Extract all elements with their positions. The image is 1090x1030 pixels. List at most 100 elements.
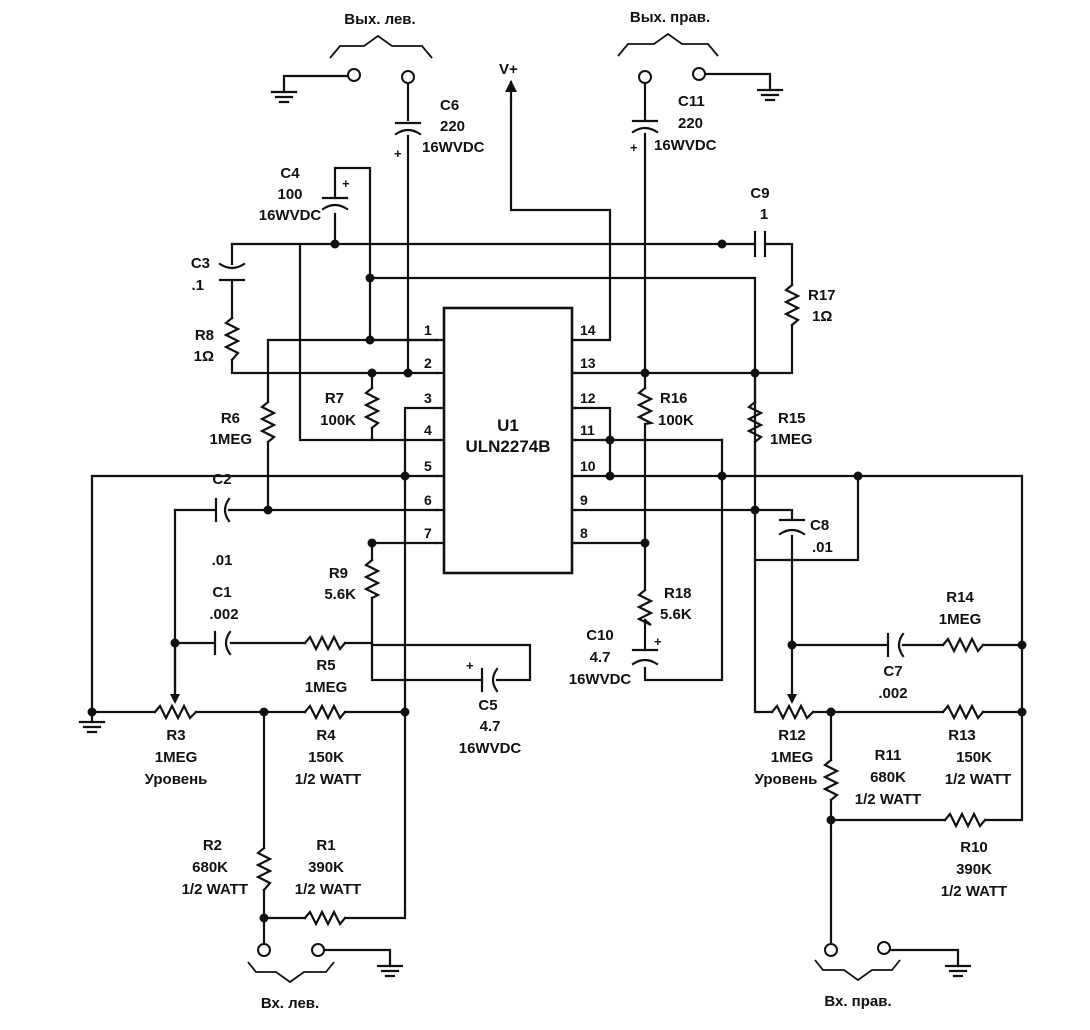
svg-text:16WVDC: 16WVDC — [422, 139, 485, 156]
svg-text:1/2 WATT: 1/2 WATT — [295, 771, 361, 788]
pin-label: 2 — [424, 355, 432, 371]
svg-text:R8: R8 — [195, 327, 214, 344]
pin-label: 12 — [580, 390, 596, 406]
ground-symbols — [78, 72, 972, 978]
svg-text:1/2 WATT: 1/2 WATT — [855, 791, 921, 808]
output-jack-left: Вых. лев. — [329, 11, 433, 84]
svg-text:R11: R11 — [875, 747, 902, 764]
svg-text:C10: C10 — [586, 627, 614, 644]
resistor-r4: R4 150K 1/2 WATT — [295, 703, 361, 788]
svg-text:C11: C11 — [678, 93, 705, 110]
pin-label: 11 — [580, 422, 595, 438]
svg-text:16WVDC: 16WVDC — [569, 671, 632, 688]
capacitor-c4: + C4 100 16WVDC — [259, 165, 350, 224]
resistor-r15: R15 1MEG — [746, 400, 813, 448]
resistor-r9: R9 5.6K — [324, 558, 381, 603]
svg-text:100K: 100K — [320, 412, 356, 429]
pin-label: 3 — [424, 390, 432, 406]
ground-icon — [316, 948, 404, 978]
svg-text:+: + — [466, 658, 474, 673]
svg-text:+: + — [654, 634, 662, 649]
svg-text:1/2 WATT: 1/2 WATT — [945, 771, 1011, 788]
svg-text:16WVDC: 16WVDC — [459, 740, 522, 757]
resistor-r10: R10 390K 1/2 WATT — [941, 811, 1007, 900]
resistor-r18: R18 5.6K — [636, 585, 692, 626]
svg-text:.01: .01 — [812, 539, 833, 556]
pin-label: 10 — [580, 458, 596, 474]
junctions — [87, 239, 1027, 923]
resistor-r5: R5 1MEG — [303, 634, 347, 696]
svg-text:R4: R4 — [316, 727, 336, 744]
svg-text:C2: C2 — [212, 471, 231, 488]
svg-text:R13: R13 — [948, 727, 976, 744]
svg-text:C5: C5 — [478, 697, 497, 714]
svg-text:+: + — [630, 140, 638, 155]
capacitor-c5: + C5 4.7 16WVDC — [459, 658, 522, 757]
svg-text:1Ω: 1Ω — [194, 348, 214, 365]
port-label-out-left: Вых. лев. — [344, 11, 415, 28]
svg-text:R7: R7 — [325, 390, 344, 407]
svg-text:220: 220 — [440, 118, 465, 135]
resistor-r1: R1 390K 1/2 WATT — [295, 837, 361, 927]
svg-text:1/2 WATT: 1/2 WATT — [295, 881, 361, 898]
resistor-r6: R6 1MEG — [209, 400, 277, 448]
pin-label: 1 — [424, 322, 432, 338]
pin-label: 8 — [580, 525, 588, 541]
svg-text:.002: .002 — [209, 606, 238, 623]
resistor-r7: R7 100K — [320, 386, 381, 430]
svg-text:R14: R14 — [946, 589, 974, 606]
svg-text:R15: R15 — [778, 410, 806, 427]
svg-text:16WVDC: 16WVDC — [259, 207, 322, 224]
svg-text:1: 1 — [760, 206, 768, 223]
potentiometer-r12: R12 1MEG Уровень — [755, 694, 817, 788]
port-label-in-left: Вх. лев. — [261, 995, 319, 1012]
svg-text:100: 100 — [277, 186, 302, 203]
output-jack-right: Вых. прав. — [617, 9, 719, 84]
svg-text:R18: R18 — [664, 585, 692, 602]
chip-ref: U1 — [497, 416, 519, 435]
resistor-r2: R2 680K 1/2 WATT — [182, 837, 273, 898]
resistor-r16: R16 100K — [636, 386, 694, 429]
svg-text:680K: 680K — [192, 859, 228, 876]
ground-icon — [270, 74, 356, 104]
pin-label: 4 — [424, 422, 432, 438]
svg-text:.002: .002 — [878, 685, 907, 702]
ground-icon — [78, 710, 106, 734]
svg-text:+: + — [342, 176, 350, 191]
svg-text:1MEG: 1MEG — [771, 749, 814, 766]
pin-label: 7 — [424, 525, 432, 541]
svg-text:5.6K: 5.6K — [660, 606, 692, 623]
svg-text:R2: R2 — [203, 837, 222, 854]
svg-text:1/2 WATT: 1/2 WATT — [941, 883, 1007, 900]
potentiometer-r3: R3 1MEG Уровень — [145, 641, 208, 788]
svg-text:R1: R1 — [316, 837, 335, 854]
svg-text:.01: .01 — [212, 552, 233, 569]
capacitor-c3: C3 .1 — [191, 255, 246, 294]
input-jack-right: Вх. прав. — [814, 941, 901, 1010]
capacitor-c6: + C6 220 16WVDC — [394, 97, 485, 161]
svg-text:1MEG: 1MEG — [155, 749, 198, 766]
svg-text:1MEG: 1MEG — [939, 611, 982, 628]
svg-text:390K: 390K — [308, 859, 344, 876]
svg-text:C4: C4 — [280, 165, 300, 182]
ground-icon — [882, 948, 972, 978]
capacitor-c9: C9 1 — [750, 185, 770, 258]
resistor-r17: R17 1Ω — [783, 283, 836, 327]
ground-icon — [697, 72, 784, 102]
resistor-r8: R8 1Ω — [194, 316, 241, 365]
port-label-out-right: Вых. прав. — [630, 9, 710, 26]
chip-part: ULN2274B — [465, 437, 550, 456]
svg-text:C7: C7 — [883, 663, 902, 680]
svg-text:5.6K: 5.6K — [324, 586, 356, 603]
resistor-r13: R13 150K 1/2 WATT — [941, 703, 1011, 788]
pin-label: 5 — [424, 458, 432, 474]
svg-text:Уровень: Уровень — [145, 771, 208, 788]
pin-label: 9 — [580, 492, 588, 508]
svg-text:R16: R16 — [660, 390, 688, 407]
chip-u1: U1 ULN2274B 1 2 3 4 5 6 7 14 13 12 11 10… — [424, 306, 596, 575]
svg-text:C6: C6 — [440, 97, 459, 114]
supply-label: V+ — [499, 61, 518, 78]
svg-text:C1: C1 — [212, 584, 231, 601]
svg-text:C9: C9 — [750, 185, 769, 202]
